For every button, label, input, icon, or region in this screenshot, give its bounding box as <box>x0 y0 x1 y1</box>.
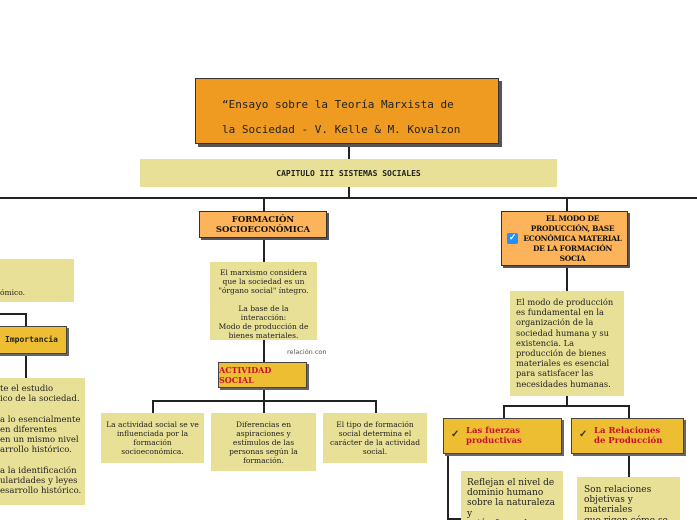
chapter-node[interactable]: CAPITULO III SISTEMAS SOCIALES <box>140 159 557 187</box>
relaciones-produccion-node[interactable]: ✓ La Relaciones de Producción <box>571 418 684 454</box>
connector <box>503 405 505 418</box>
check-icon: ✓ <box>451 429 460 440</box>
actividad-social-node[interactable]: ACTIVIDAD SOCIAL <box>218 362 307 388</box>
connector <box>348 187 350 197</box>
formacion-node[interactable]: FORMACIÓN SOCIOECONÓMICA <box>199 211 327 238</box>
connector <box>25 313 27 326</box>
modo-note[interactable]: El modo de producción es fundamental en … <box>510 291 624 396</box>
left-top-note[interactable]: ómico. <box>0 259 74 302</box>
connector <box>263 197 265 211</box>
connector <box>447 518 461 520</box>
connector <box>25 354 27 378</box>
connector <box>566 266 568 291</box>
formacion-note[interactable]: El marxismo considera que la sociedad es… <box>210 262 317 340</box>
fuerzas-note[interactable]: Reflejan el nivel de dominio humano sobr… <box>461 471 563 520</box>
connector <box>0 313 26 315</box>
connector <box>503 405 629 407</box>
connector <box>348 145 350 159</box>
connector <box>263 388 265 413</box>
connector <box>375 400 377 413</box>
relation-label: relación con <box>287 348 327 356</box>
relaciones-note[interactable]: Son relaciones objetivas y materiales qu… <box>577 477 680 520</box>
modo-label: EL MODO DE PRODUCCIÓN, BASE ECONÓMICA MA… <box>523 213 622 263</box>
actividad-note-3[interactable]: El tipo de formación social determina el… <box>323 413 427 463</box>
fuerzas-label: Las fuerzas productivas <box>466 426 522 446</box>
main-title-node[interactable]: “Ensayo sobre la Teoría Marxista de la S… <box>195 78 499 144</box>
actividad-note-2[interactable]: Diferencias en aspiraciones y estímulos … <box>211 413 316 471</box>
connector <box>566 197 568 211</box>
importancia-note[interactable]: te el estudio ico de la sociedad. a lo e… <box>0 378 85 505</box>
connector <box>152 400 154 413</box>
connector <box>628 405 630 418</box>
title-line-2: la Sociedad - V. Kelle & M. Kovalzon <box>222 123 461 136</box>
fuerzas-productivas-node[interactable]: ✓ Las fuerzas productivas <box>443 418 562 454</box>
connector <box>628 454 630 477</box>
modo-produccion-node[interactable]: ✓ EL MODO DE PRODUCCIÓN, BASE ECONÓMICA … <box>501 211 628 266</box>
connector <box>566 396 568 405</box>
connector <box>447 454 449 520</box>
importancia-node[interactable]: Importancia <box>0 326 67 354</box>
title-line-1: “Ensayo sobre la Teoría Marxista de <box>222 98 454 111</box>
connector <box>0 197 697 199</box>
relaciones-label: La Relaciones de Producción <box>594 426 663 446</box>
check-icon: ✓ <box>579 429 588 440</box>
checkbox-icon[interactable]: ✓ <box>507 233 518 244</box>
actividad-note-1[interactable]: La actividad social se ve influenciada p… <box>101 413 204 463</box>
